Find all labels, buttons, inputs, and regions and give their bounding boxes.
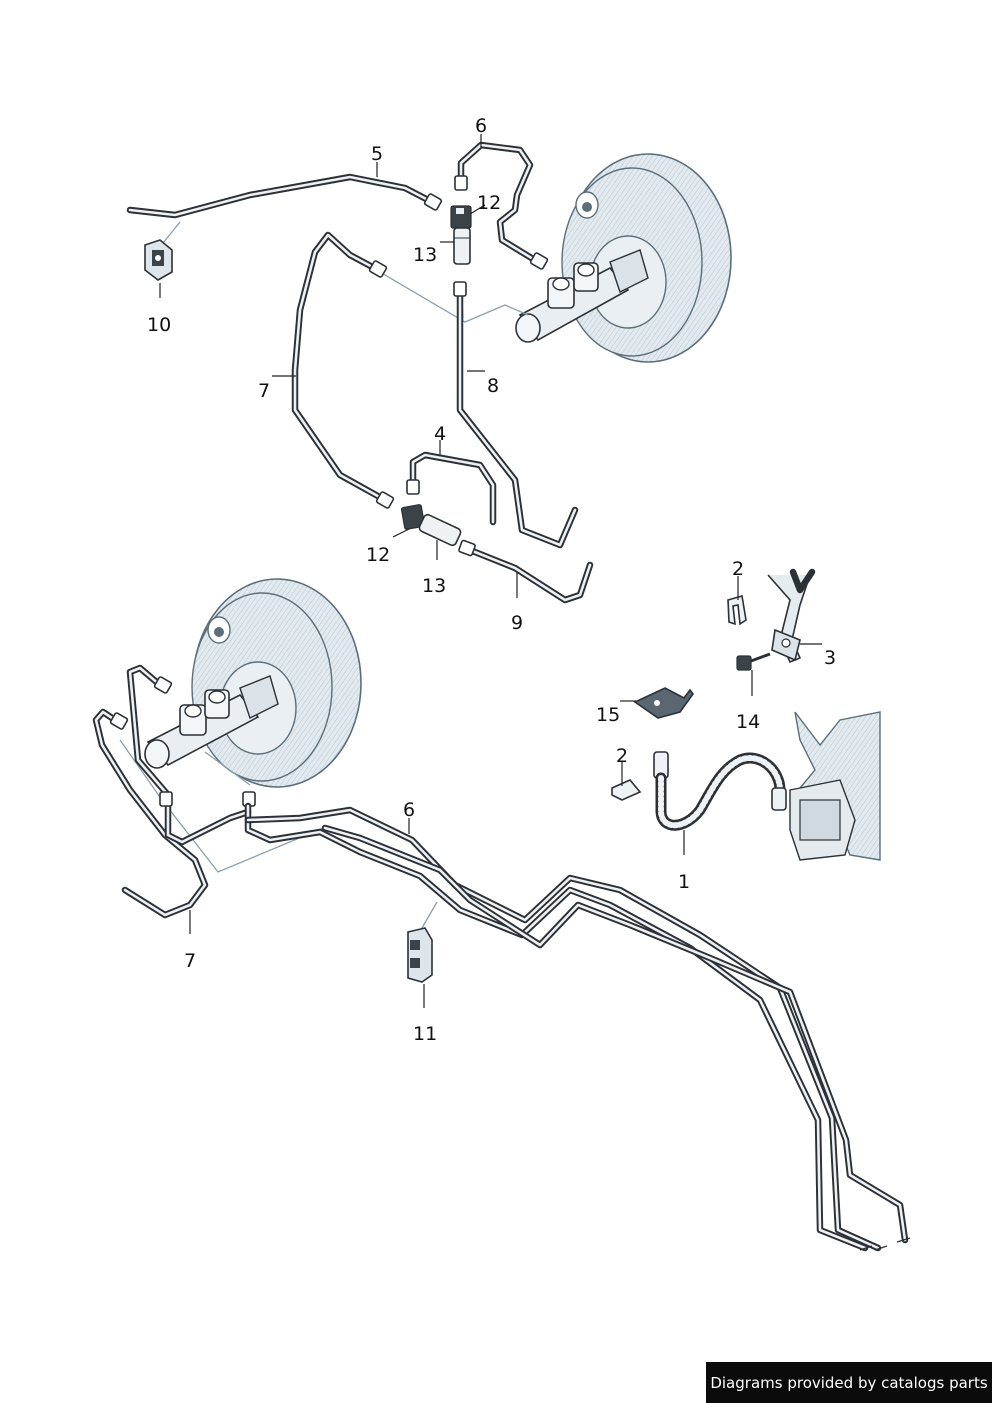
callout-8: 8 (487, 375, 499, 397)
brake-pipes-rear-run (244, 802, 911, 1252)
callout-6-top: 6 (475, 115, 487, 137)
callout-15: 15 (596, 704, 620, 726)
callout-9: 9 (511, 612, 523, 634)
brake-pipe-6-top (454, 141, 549, 270)
brake-pipe-7-top (291, 231, 395, 509)
brake-pipe-6-bottom-left (126, 664, 256, 846)
callout-labels: 5 6 12 13 10 7 8 4 12 13 9 2 3 14 15 2 1… (147, 115, 836, 1045)
clip-2-upper (727, 594, 747, 626)
callout-2-upper: 2 (732, 558, 744, 580)
brake-pipe-4 (406, 451, 497, 526)
clip-11 (407, 927, 433, 983)
clip-2-lower (611, 779, 642, 801)
callout-6-bottom: 6 (403, 799, 415, 821)
leader-lines (159, 134, 822, 1008)
brake-booster-bottom (191, 578, 362, 788)
adapter-12-mid (400, 504, 426, 530)
fitting-13-mid (418, 513, 462, 547)
callout-4: 4 (434, 423, 446, 445)
bracket-3 (767, 568, 816, 664)
bracket-15 (633, 687, 694, 719)
wheel-knuckle (789, 711, 881, 861)
callout-12-top: 12 (477, 192, 501, 214)
master-cylinder-top (515, 249, 649, 343)
callout-1: 1 (678, 871, 690, 893)
adapter-12-top (450, 205, 472, 229)
brake-pipe-8 (453, 281, 579, 549)
callout-7-bottom: 7 (184, 950, 196, 972)
assembly-lines-top (162, 221, 529, 323)
callout-7-top: 7 (258, 380, 270, 402)
master-cylinder-bottom (144, 675, 279, 769)
brake-pipe-9 (458, 539, 594, 604)
callout-13-mid: 13 (422, 575, 446, 597)
bolt-14 (736, 652, 771, 671)
credit-banner: Diagrams provided by catalogs parts (706, 1362, 992, 1403)
brake-pipe-5 (126, 173, 443, 219)
brake-booster-top (561, 153, 732, 363)
brake-hose-1 (653, 751, 787, 831)
callout-11: 11 (413, 1023, 437, 1045)
callout-14: 14 (736, 711, 760, 733)
callout-3: 3 (824, 647, 836, 669)
fitting-13-top (453, 227, 471, 265)
callout-5: 5 (371, 143, 383, 165)
callout-10: 10 (147, 314, 171, 336)
callout-2-lower: 2 (616, 745, 628, 767)
callout-12-mid: 12 (366, 544, 390, 566)
callout-13-top: 13 (413, 244, 437, 266)
clip-10 (144, 239, 173, 281)
